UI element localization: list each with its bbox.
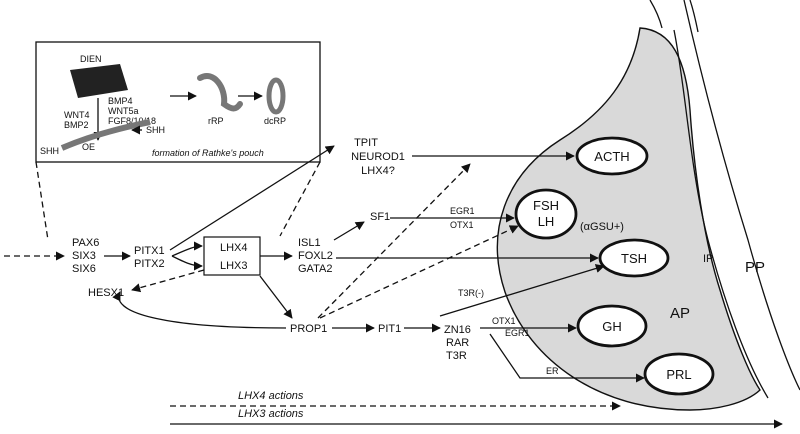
zn16-label: ZN16 [444,324,471,336]
pituitary-stalk-line-2 [689,0,699,33]
cell-types: ACTH FSH LH (αGSU+) TSH GH PRL [514,136,715,396]
pitx1-label: PITX1 [134,245,165,257]
tpit-label: TPIT [354,137,378,149]
arrow-lhx-to-hesx1 [131,269,205,293]
pituitary-anatomy: AP IP PP [496,0,800,411]
intermediate-lobe-line [673,29,769,399]
pax6-label: PAX6 [72,237,99,249]
arrow-pitx-to-tpit [169,145,335,251]
gh-label: GH [602,319,622,334]
arrow-pitx-to-lhx3 [171,255,203,271]
prl-cell [643,352,715,396]
dien-label: DIEN [80,54,102,64]
oral-ectoderm-band [60,119,151,151]
pathway-arrows [4,145,645,383]
gh-cell [576,304,648,348]
egr1-low-label: EGR1 [505,328,530,338]
sf1-label: SF1 [370,211,390,223]
signals-right-1: BMP4 [108,96,133,106]
tsh-label: TSH [621,251,647,266]
prl-label: PRL [666,367,691,382]
zoom-line-left [35,161,49,241]
fsh-label: FSH [533,198,559,213]
six3-label: SIX3 [72,250,96,262]
dcrp-label: dcRP [264,116,286,126]
er-label: ER [546,366,559,376]
rar-label: RAR [446,337,469,349]
signals-left-1: WNT4 [64,110,90,120]
agsu-label: (αGSU+) [580,221,624,233]
diencephalon-shape [70,64,128,98]
transcription-factors: PAX6 SIX3 SIX6 PITX1 PITX2 LHX4 LHX3 HES… [72,137,559,376]
lhx3-label: LHX3 [220,260,248,272]
lhx4q-label: LHX4? [361,165,395,177]
pitx2-label: PITX2 [134,258,165,270]
rathke-pouch-inset: DIEN BMP4 WNT5a FGF8/10/18 WNT4 BMP2 SHH… [35,41,321,241]
arrow-zn16-to-prl [489,333,645,383]
legend-lhx3-label: LHX3 actions [238,408,304,420]
arrow-prop1-to-acth-dashed [317,163,471,319]
signals-right-3: FGF8/10/18 [108,116,156,126]
zoom-line-right [279,161,321,237]
six6-label: SIX6 [72,263,96,275]
shh-upper-label: SHH [146,125,165,135]
legend-lhx4-label: LHX4 actions [238,390,304,402]
pit1-label: PIT1 [378,323,401,335]
posterior-pituitary-outline [683,0,800,391]
dcrp-shape [266,77,286,115]
t3r-minus-label: T3R(-) [458,288,484,298]
region-pp: PP [745,259,765,276]
inset-frame [35,41,321,163]
arrow-prop1-to-fsh-dashed [319,225,519,319]
signals-right-2: WNT5a [108,106,139,116]
gata2-label: GATA2 [298,263,332,275]
signals-left-2: BMP2 [64,120,89,130]
arrow-lhx-to-prop1 [259,275,293,319]
pituitary-stalk-line [649,0,663,29]
rrp-shape [197,73,243,112]
inset-caption: formation of Rathke's pouch [152,148,264,158]
egr1-top-label: EGR1 [450,206,475,216]
foxl2-label: FOXL2 [298,250,333,262]
legend: LHX4 actions LHX3 actions [170,390,783,429]
shh-lower-label: SHH [40,146,59,156]
arrow-pit1-to-tsh [439,264,605,317]
arrow-isl1-to-sf1 [333,221,365,241]
lhx4-label: LHX4 [220,242,248,254]
isl1-label: ISL1 [298,237,321,249]
prop1-label: PROP1 [290,323,327,335]
otx1-low-label: OTX1 [492,316,516,326]
arrow-hesx1-prop1-loop [112,291,287,329]
tsh-cell [598,238,670,278]
lh-label: LH [538,214,555,229]
arrow-pitx-to-lhx4 [171,241,203,257]
oe-label: OE [82,142,95,152]
fsh-lh-cell [514,188,578,240]
otx1-top-label: OTX1 [450,220,474,230]
t3r-label: T3R [446,350,467,362]
acth-cell [575,136,649,176]
rrp-label: rRP [208,116,224,126]
neurod1-label: NEUROD1 [351,151,405,163]
anterior-pituitary-shape [496,27,761,411]
acth-label: ACTH [594,149,629,164]
region-ap: AP [670,305,690,322]
region-ip: IP [703,253,713,265]
